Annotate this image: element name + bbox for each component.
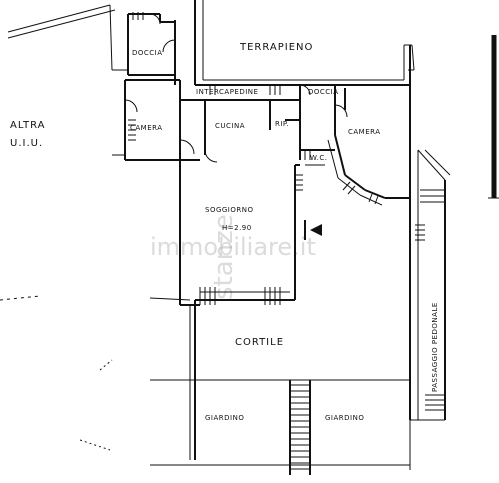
section-marker (304, 220, 322, 240)
label-uiu: U.I.U. (10, 138, 43, 149)
top-left-lines (7, 4, 116, 71)
label-doccia-mid: DOCCIA (308, 88, 339, 96)
label-intercapedine: INTERCAPEDINE (196, 88, 258, 96)
label-giardino-left: GIARDINO (205, 414, 244, 422)
cortile-walls (149, 297, 411, 470)
left-rooms-walls (112, 13, 206, 161)
label-rip: RIP. (275, 120, 289, 128)
label-wc: W.C. (310, 154, 327, 162)
room-labels: TERRAPIENO DOCCIA INTERCAPEDINE DOCCIA A… (10, 42, 439, 422)
left-boundary-dashes (0, 295, 113, 451)
camera-right-walls (327, 84, 411, 206)
label-doccia-top: DOCCIA (132, 49, 163, 57)
right-frame-edge (488, 35, 499, 199)
watermark: immobiliare.it stanze (150, 214, 316, 300)
window-marks (128, 12, 311, 305)
label-cucina: CUCINA (215, 122, 245, 130)
label-height: H=2.90 (222, 224, 252, 232)
label-cortile: CORTILE (235, 337, 284, 348)
label-giardino-right: GIARDINO (325, 414, 364, 422)
passaggio-walls (409, 149, 451, 421)
label-camera-right: CAMERA (348, 128, 381, 136)
label-passaggio: PASSAGGIO PEDONALE (431, 302, 439, 392)
wc-walls (300, 149, 335, 166)
label-camera-left: CAMERA (130, 124, 163, 132)
watermark-main: immobiliare.it (150, 233, 316, 261)
watermark-vertical: stanze (209, 214, 239, 300)
label-altra: ALTRA (10, 120, 46, 131)
label-terrapieno: TERRAPIENO (239, 42, 313, 53)
garden-stair (289, 380, 311, 475)
door-swings (124, 13, 348, 163)
label-soggiorno: SOGGIORNO (205, 206, 254, 214)
